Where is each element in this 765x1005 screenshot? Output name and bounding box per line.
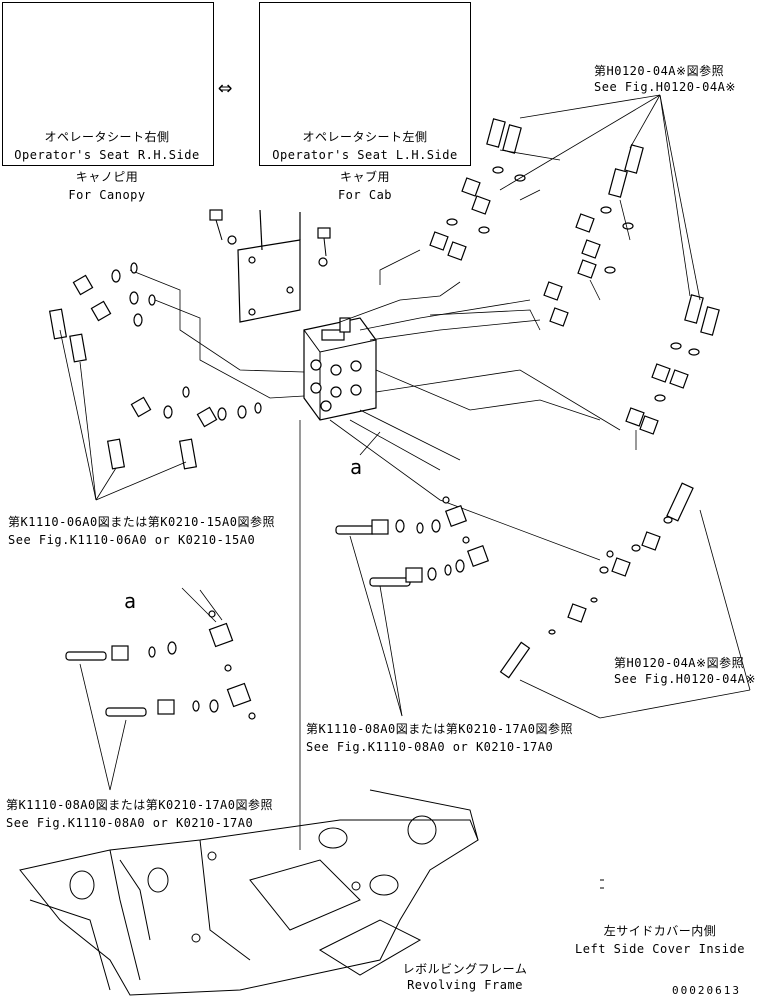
cab-inset-label-jp: オペレータシート左側 xyxy=(302,130,428,144)
swap-arrow-icon: ⇔ xyxy=(218,73,233,101)
right-middle-fittings xyxy=(499,482,694,679)
hose-routing xyxy=(129,249,621,850)
ref-bottom-left-en: See Fig.K1110-08A0 or K0210-17A0 xyxy=(6,816,254,830)
left-middle-fittings xyxy=(106,386,262,470)
ref-mid-left-jp: 第K1110-06A0図または第K0210-15A0図参照 xyxy=(8,515,275,529)
leader-lines xyxy=(59,94,751,791)
ref-mid-left-en: See Fig.K1110-06A0 or K0210-15A0 xyxy=(8,533,256,547)
canopy-caption-jp: キャノピ用 xyxy=(75,170,139,184)
bolts xyxy=(209,209,331,267)
canopy-caption-en: For Canopy xyxy=(68,188,146,202)
cab-caption-jp: キャブ用 xyxy=(339,170,390,184)
revolving-frame xyxy=(19,789,479,996)
frame-label-jp: レボルビングフレーム xyxy=(402,962,528,976)
cab-inset-box xyxy=(259,2,471,166)
left-cover-label-jp: 左サイドカバー内側 xyxy=(603,924,717,938)
canopy-inset-box xyxy=(2,2,214,166)
cab-caption-en: For Cab xyxy=(337,188,393,202)
right-upper-fittings xyxy=(429,118,720,450)
frame-label-en: Revolving Frame xyxy=(407,978,523,992)
ref-center-jp: 第K1110-08A0図または第K0210-17A0図参照 xyxy=(306,722,573,736)
cab-inset-label-en: Operator's Seat L.H.Side xyxy=(272,148,458,162)
detail-mark-upper: a xyxy=(350,455,363,479)
left-cover-inset-box xyxy=(604,806,750,918)
center-fittings xyxy=(335,496,490,587)
ref-mid-right-en: See Fig.H0120-04A※ xyxy=(614,672,756,686)
left-cover-label-en: Left Side Cover Inside xyxy=(575,942,745,956)
mounting-bracket xyxy=(237,209,301,323)
lower-left-fittings xyxy=(65,587,256,720)
ref-top-right-en: See Fig.H0120-04A※ xyxy=(594,80,736,94)
ref-center-en: See Fig.K1110-08A0 or K0210-17A0 xyxy=(306,740,554,754)
ref-bottom-left-jp: 第K1110-08A0図または第K0210-17A0図参照 xyxy=(6,798,273,812)
canopy-inset-label-jp: オペレータシート右側 xyxy=(44,130,170,144)
ref-mid-right-jp: 第H0120-04A※図参照 xyxy=(614,656,745,670)
left-upper-fittings xyxy=(48,262,156,363)
canopy-inset-label-en: Operator's Seat R.H.Side xyxy=(14,148,200,162)
ref-top-right-jp: 第H0120-04A※図参照 xyxy=(594,64,725,78)
detail-mark-lower: a xyxy=(124,589,137,613)
valve-block xyxy=(303,317,377,421)
drawing-number: 00020613 xyxy=(672,984,741,997)
